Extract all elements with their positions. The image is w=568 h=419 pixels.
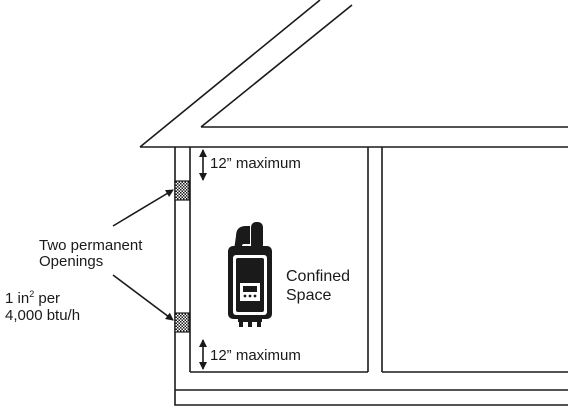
upper-opening-arrow: [112, 189, 174, 227]
floor: [174, 371, 568, 406]
area-label-line2: 4,000 btu/h: [5, 307, 80, 324]
bottom-clearance-arrow: [199, 339, 207, 370]
lower-opening-arrow: [112, 274, 174, 321]
openings-label-line1: Two permanent: [39, 237, 143, 254]
upper-opening: [174, 180, 190, 201]
space-label-line2: Space: [286, 287, 331, 304]
roof: [139, 0, 568, 148]
openings-label-line2: Openings: [39, 253, 103, 270]
lower-opening: [174, 312, 190, 333]
water-heater-icon: [228, 222, 272, 327]
space-label-line1: Confined: [286, 268, 350, 285]
bottom-clearance-label: 12” maximum: [210, 347, 301, 364]
area-label-line1: 1 in2 per: [5, 289, 60, 307]
top-clearance-arrow: [199, 149, 207, 181]
top-clearance-label: 12” maximum: [210, 155, 301, 172]
